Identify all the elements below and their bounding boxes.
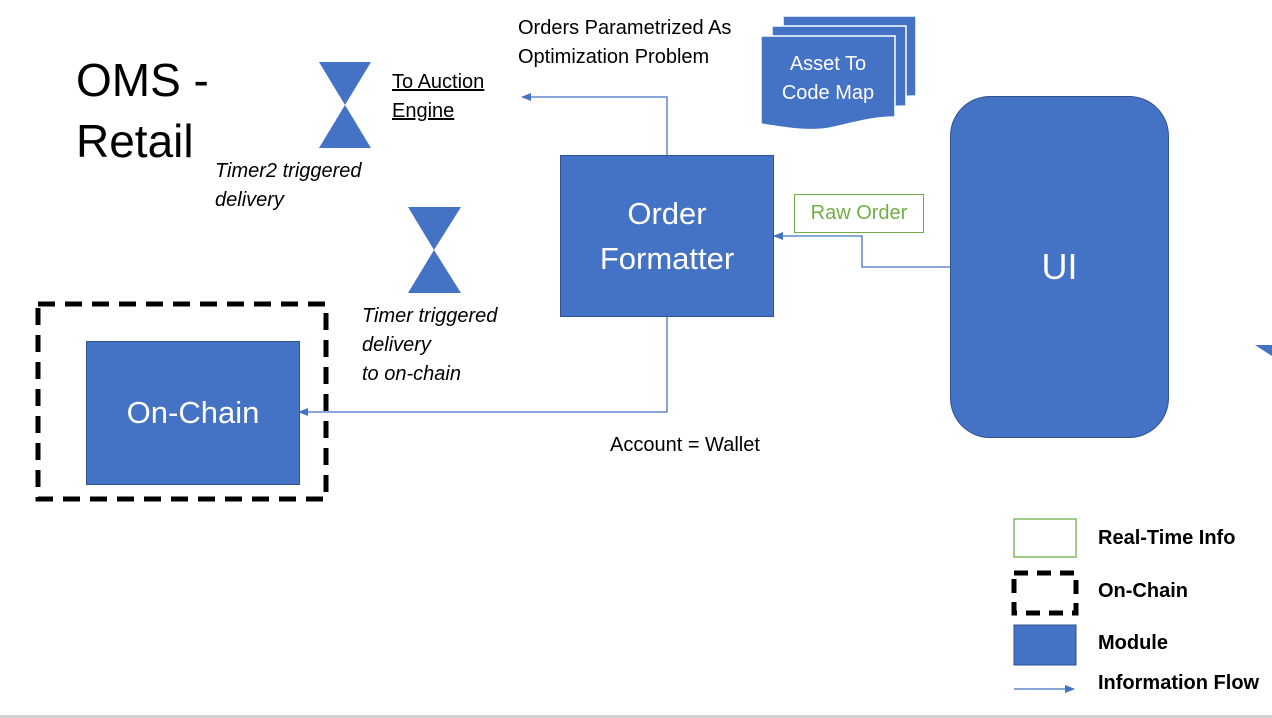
on-chain-boundary [35,301,329,502]
timer2-label-line1: Timer2 triggered [215,160,362,182]
asset-code-map-line2: Code Map [781,82,875,104]
account-wallet-label: Account = Wallet [610,434,760,456]
bottom-divider [0,715,1272,718]
optimization-label: Orders Parametrized As Optimization Prob… [518,14,731,72]
order-formatter-module: Order Formatter [560,155,774,317]
to-auction-engine-label: To Auction Engine [392,68,484,126]
timer-label-line3: to on-chain [362,363,461,385]
asset-code-map-line1: Asset To [789,53,867,75]
timer-label: Timer triggered delivery to on-chain [362,302,497,389]
timer2-label-line2: delivery [215,189,284,211]
title-line1: OMS - [76,54,209,106]
legend-real-time-label: Real-Time Info [1098,527,1236,549]
page-title: OMS - Retail [76,50,209,172]
optimization-line1: Orders Parametrized As [518,17,732,39]
arrow-to-on-chain [298,316,668,416]
timer2-hourglass-icon [319,62,371,148]
ui-module: UI [950,96,1169,438]
legend-info-flow-label: Information Flow [1098,672,1260,694]
timer2-label: Timer2 triggered delivery [215,157,362,215]
order-formatter-line2: Formatter [599,241,735,276]
legend-on-chain-swatch [1011,570,1079,616]
raw-order-info: Raw Order [794,194,924,233]
legend-module-swatch [1013,624,1077,666]
asset-code-map-label: Asset To Code Map [761,50,895,108]
optimization-line2: Optimization Problem [518,46,710,68]
to-auction-line1: To Auction [392,71,485,93]
legend-real-time-swatch [1013,518,1077,558]
on-chain-module: On-Chain [86,341,300,485]
legend-module-label: Module [1098,632,1168,654]
timer-label-line2: delivery [362,334,431,356]
title-line2: Retail [76,115,194,167]
to-auction-line2: Engine [392,100,455,122]
asset-code-map-document-icon [760,15,917,131]
arrow-to-auction-engine [521,93,668,155]
offscreen-shape [1255,345,1272,356]
timer-hourglass-icon [408,207,461,293]
timer-label-line1: Timer triggered [362,305,498,327]
order-formatter-line1: Order [627,196,707,231]
legend-on-chain-label: On-Chain [1098,580,1188,602]
arrow-ui-to-order-formatter [773,232,950,268]
